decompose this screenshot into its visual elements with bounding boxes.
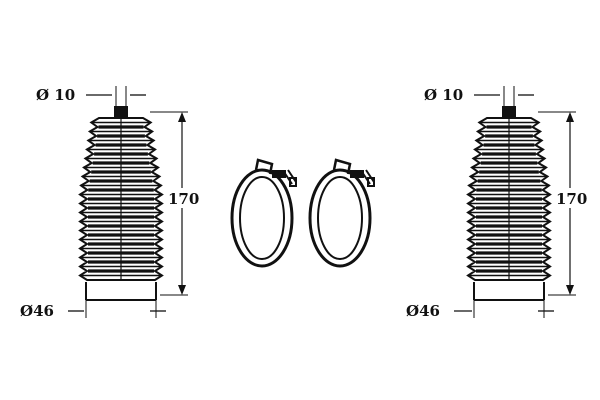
- boot-left-base-collar: [85, 282, 157, 301]
- boot-right-length-label-bg: [553, 188, 591, 208]
- boot-right-bellows: [466, 117, 552, 281]
- boot-left: Ø 10 170 Ø46: [20, 86, 203, 320]
- boot-right-outer-diameter-label: Ø46: [406, 302, 440, 320]
- boot-right: Ø 10 170 Ø46: [406, 86, 591, 320]
- boot-right-base-collar: [473, 282, 545, 301]
- boot-right-length-label: 170: [556, 190, 587, 208]
- clamp-right: [308, 158, 375, 268]
- boot-left-length-arrow-top: [178, 112, 186, 122]
- clamp-left-icon: [230, 158, 297, 268]
- boot-left-length-label: 170: [168, 190, 199, 208]
- boot-right-length-arrow-top: [566, 112, 574, 122]
- boot-right-length-arrow-bottom: [566, 285, 574, 295]
- clamp-right-icon: [308, 158, 375, 268]
- boot-left-length-arrow-bottom: [178, 285, 186, 295]
- clamp-left: [230, 158, 297, 268]
- boot-left-neck: [114, 106, 128, 120]
- boot-right-inner-diameter-label: Ø 10: [424, 86, 463, 104]
- boot-left-bellows: [78, 117, 164, 281]
- boot-left-inner-diameter-label: Ø 10: [36, 86, 75, 104]
- boot-left-length-label-bg: [165, 188, 203, 208]
- boot-right-neck: [502, 106, 516, 120]
- boot-left-outer-diameter-label: Ø46: [20, 302, 54, 320]
